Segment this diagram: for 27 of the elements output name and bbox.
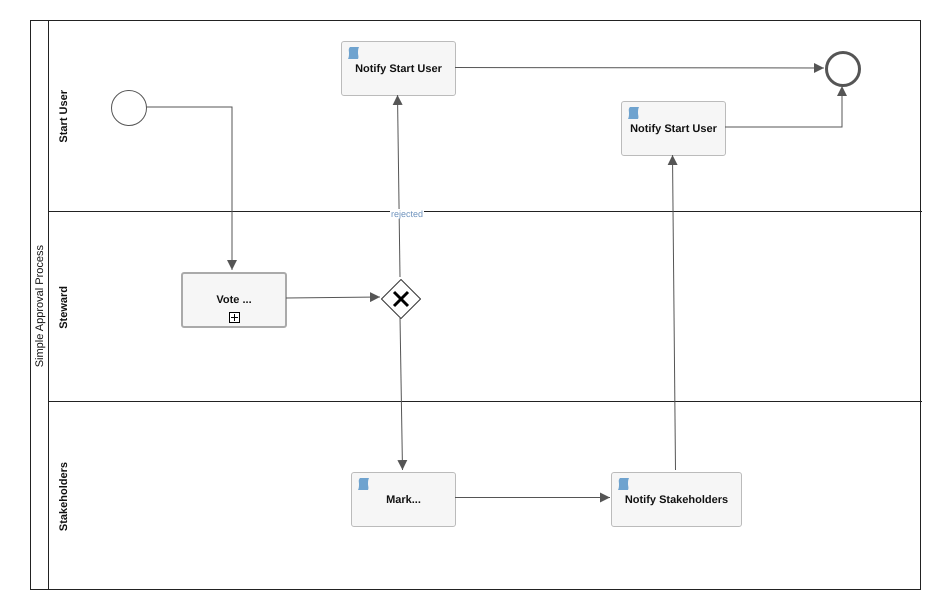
script-task-box [621,101,726,156]
task-label: Mark... [386,494,421,506]
script-task-box [341,41,456,96]
lane-label: Start User [58,90,70,142]
sequence-flow-arrow [146,106,237,270]
sequence-flow-arrow [668,154,678,470]
sequence-flow-arrow [392,94,403,278]
task-label: Notify Start User [630,122,717,134]
pool [30,20,921,590]
script-task-box [611,472,742,527]
pool-label: Simple Approval Process [34,245,46,368]
task-label: Notify Stakeholders [624,494,728,506]
start-event [111,90,147,126]
sequence-flow-arrow [397,316,408,470]
sequence-flow-arrow [454,492,610,502]
exclusive-gateway [381,279,421,319]
script-task-box [351,472,456,527]
sequence-flow-arrow [454,62,824,73]
task-label: Notify Start User [355,62,442,74]
lane-label: Stakeholders [58,462,70,532]
edge-label: rejected [390,209,424,219]
sequence-flow-arrow [724,86,847,128]
sequence-flow-arrow [286,292,380,302]
subprocess-box [181,272,287,328]
lane-label: Steward [58,286,70,328]
task-label: Vote ... [216,294,252,306]
end-event [825,51,861,87]
